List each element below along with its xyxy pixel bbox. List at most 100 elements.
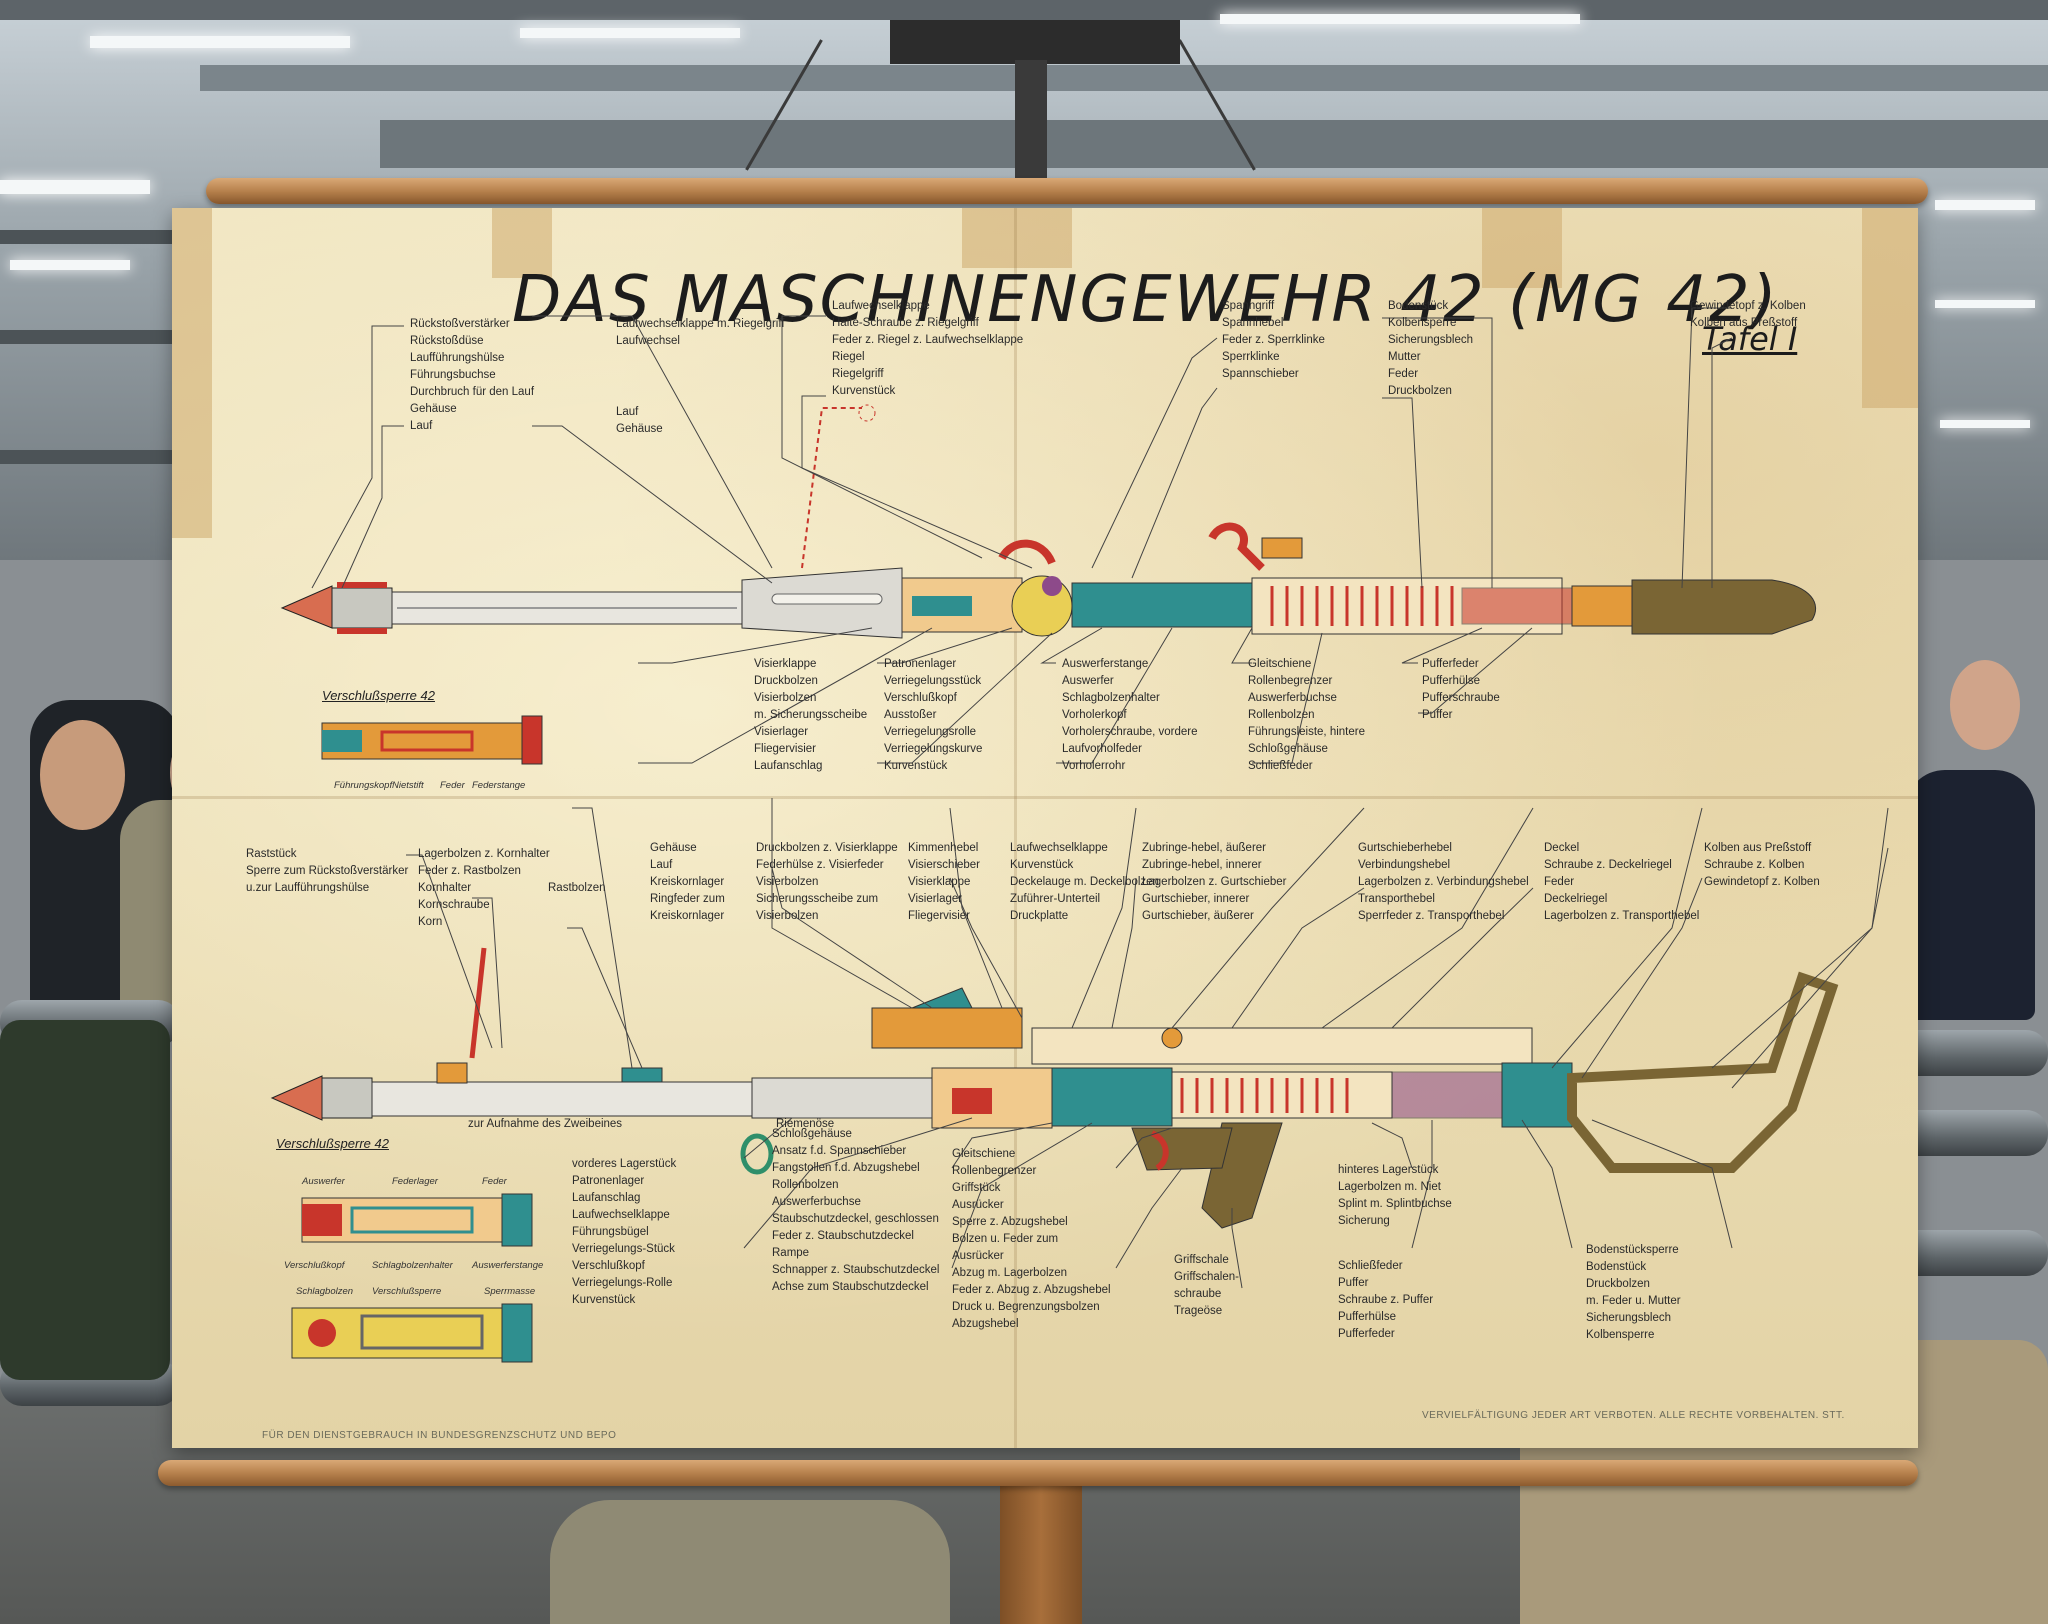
lower-inset-part: Auswerferstange [472,1260,544,1271]
lower-inset-part: Verschlußkopf [284,1260,345,1271]
lower-recoil-spring [1180,1078,1349,1113]
upper-gun-diagram [270,307,1889,1363]
footer-right: VERVIELFÄLTIGUNG JEDER ART VERBOTEN. ALL… [1422,1410,1845,1421]
lower-butt-cap [1501,1062,1573,1128]
ceiling-beam [0,230,200,244]
lower-inset-part: Schlagbolzenhalter [372,1260,453,1271]
green-jacket [0,1020,170,1380]
upper-muzzle-cone [280,585,333,629]
lower-receiver-front [751,1077,933,1119]
lower-bolt-carrier [1051,1067,1173,1127]
ceiling-light [520,28,740,38]
upper-charging-lever [1261,537,1303,559]
upper-butt-cap [1571,585,1633,627]
upper-inset-part: Nietstift [392,780,424,791]
upper-muzzle-red [337,628,387,634]
tape-strip [1862,208,1918,408]
upper-latch-red [998,539,1056,565]
upper-recoil-spring [1270,586,1454,626]
label-sling: Riemenöse [776,1118,835,1130]
lower-barrel-jacket [371,1081,753,1117]
label-group-front-sight-2: Rastbolzen [548,882,606,894]
stand-post-top [1015,60,1047,190]
bottom-rod [158,1460,1918,1486]
lower-top-cover [1031,1027,1533,1065]
upper-bolt-head [912,596,972,616]
lower-inset-part: Federlager [392,1176,438,1187]
lower-front-sight-base [436,1062,468,1084]
lower-rear-sight-leaf [911,987,973,1009]
lower-feed-pawl [1161,1027,1183,1049]
ceiling-light [10,260,130,270]
ceiling-light [1935,300,2035,308]
ceiling-beam [0,0,2048,20]
lower-front-sight-post [469,947,487,1059]
hanger-bracket [890,20,1180,64]
plate-number: Tafel I [1702,320,1798,358]
upper-muzzle-red [337,582,387,588]
upper-inset-part: Führungskopf [334,780,393,791]
upper-stock [1631,579,1817,635]
lower-buffer [1391,1071,1503,1119]
upper-cooling-slot [771,593,883,605]
lower-inset-part: Auswerfer [302,1176,345,1187]
ceiling-beam [380,120,2048,168]
ceiling-light [0,180,150,194]
upper-inset-part: Federstange [472,780,526,791]
upper-inset-part: Feder [440,780,465,791]
upper-inset-diagram [321,715,543,765]
lower-inset-part: Verschlußsperre [372,1286,442,1297]
lower-stock [1567,971,1839,1173]
fold-crease [172,796,1918,799]
lower-inset-diagram [291,1193,533,1363]
camo-fabric [550,1500,950,1624]
top-rod [206,178,1928,204]
mg42-wall-chart: DAS MASCHINENGEWEHR 42 (MG 42) Tafel I [172,208,1918,1448]
lower-sling-loop [740,1133,774,1175]
ceiling-beam [0,330,200,344]
upper-cover-open-outline [858,404,876,422]
lower-spring-housing [1171,1071,1393,1119]
mannequin-head [1950,660,2020,750]
label-bipod: zur Aufnahme des Zweibeines [468,1118,623,1130]
fold-crease [1014,208,1017,1448]
lower-muzzle-cone [270,1075,323,1121]
ceiling-light [90,36,350,48]
lower-rear-sight [871,1007,1023,1049]
upper-buffer [1461,587,1573,625]
upper-latch-purple [1042,576,1062,596]
ceiling-light [1220,14,1580,24]
upper-charging-handle [1208,522,1265,571]
footer-left: FÜR DEN DIENSTGEBRAUCH IN BUNDESGRENZSCH… [262,1430,617,1441]
upper-leader-lines [311,307,1733,764]
lower-trigger [1150,1130,1169,1171]
upper-inset-heading: Verschlußsperre 42 [322,688,435,703]
ceiling-light [1935,200,2035,210]
ceiling-beam [0,450,200,464]
lower-leader-lines [406,798,1889,1289]
